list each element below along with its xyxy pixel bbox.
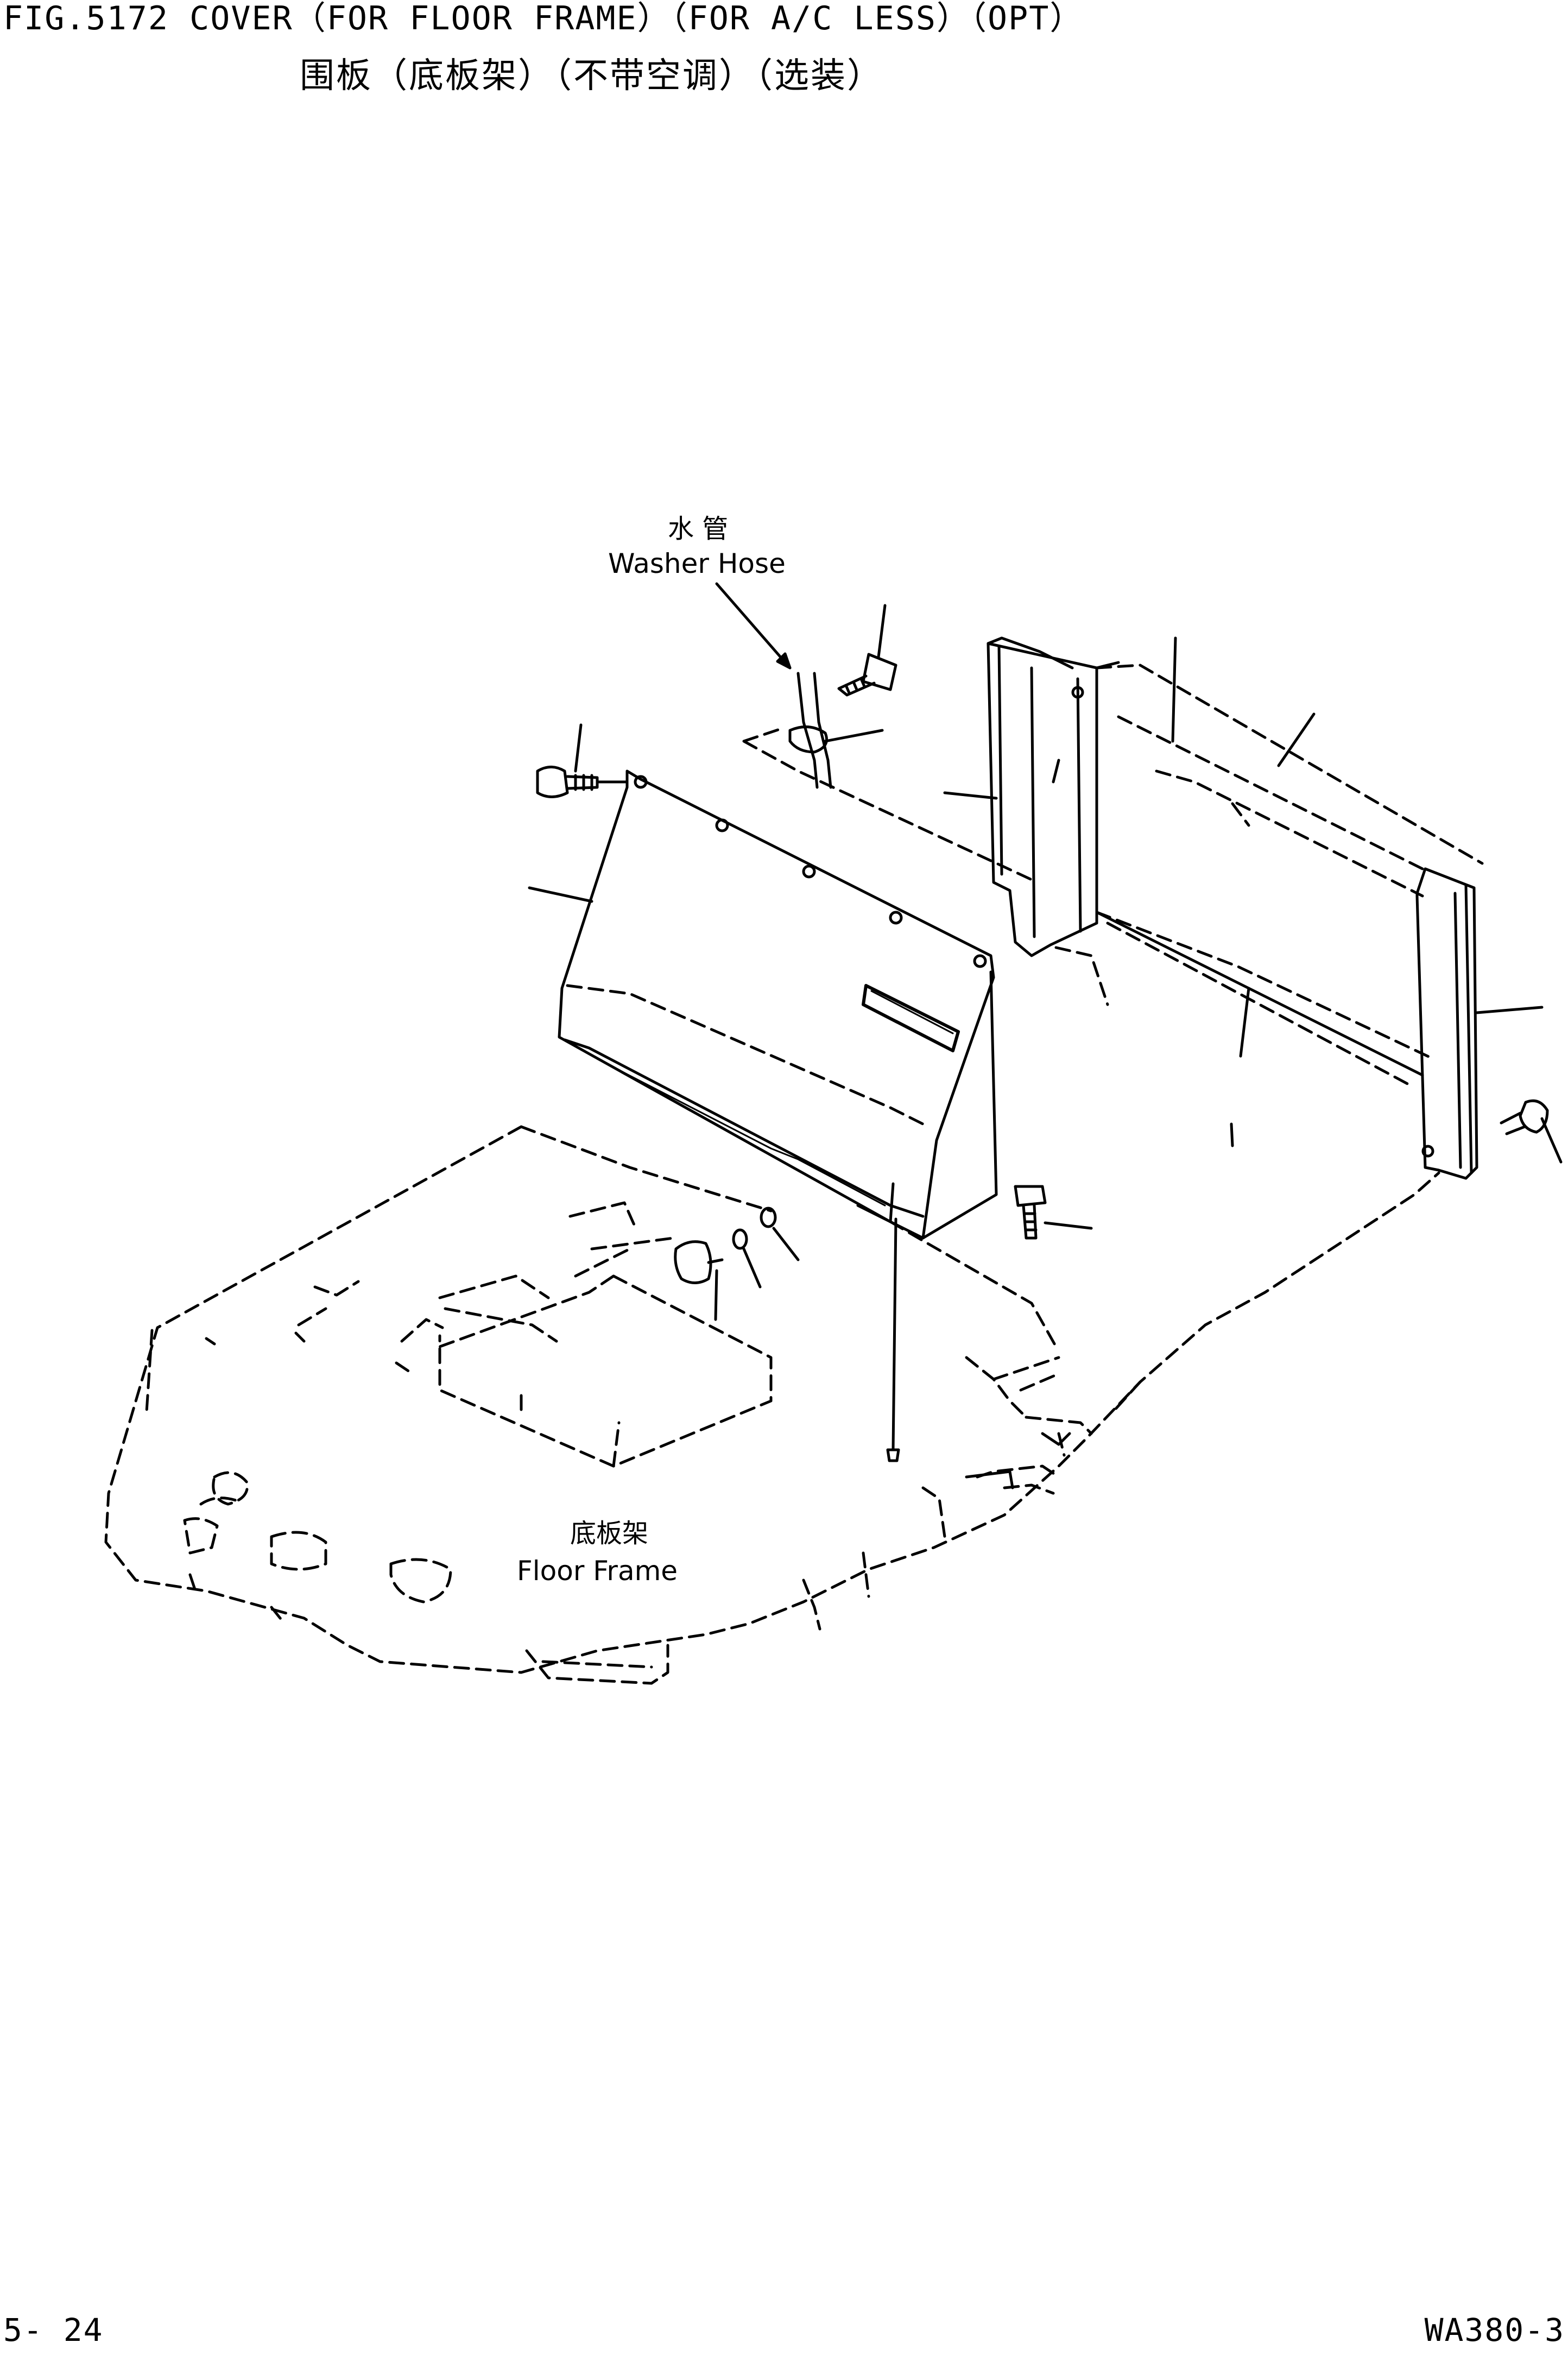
floor-frame-tab [965, 1470, 1014, 1489]
figure-title-chinese: 围板（底板架）（不带空调）（选装） [300, 56, 883, 96]
floor-frame-label-cn: 底板架 [570, 1518, 648, 1549]
frame-leader-left [943, 791, 998, 800]
rear-frame [987, 636, 1478, 1180]
bolt-left [536, 723, 629, 798]
knob-bolt [674, 1240, 724, 1321]
page-number: 5- 24 [3, 2312, 104, 2348]
washers [732, 1207, 800, 1289]
figure-title: FIG.5172 COVER（FOR FLOOR FRAME）（FOR A/C … [3, 0, 1084, 37]
pin [886, 1217, 900, 1462]
washer-hose-leader [715, 582, 792, 670]
frame-leader-side [1475, 1006, 1544, 1014]
bolt-top [837, 604, 897, 697]
rear-frame-outline [1054, 664, 1484, 1088]
bolt-lower [1014, 1185, 1093, 1240]
front-cover-panel [558, 769, 998, 1240]
frame-leader-top [1171, 636, 1177, 743]
hose-bracket-outline [742, 726, 1033, 881]
bolt-right [1500, 1099, 1563, 1164]
frame-leader-right [1277, 712, 1316, 767]
floor-frame-label-en: Floor Frame [517, 1555, 678, 1587]
washer-hose-label-cn: 水 管 [668, 514, 728, 544]
floor-frame-bracket [1041, 1432, 1071, 1446]
washer-hose-label-en: Washer Hose [608, 548, 786, 579]
cover-panel-leader [528, 886, 593, 903]
frame-leader-mid [1239, 987, 1250, 1058]
washer-hose [788, 672, 884, 789]
frame-tick [1230, 1122, 1234, 1147]
model-number: WA380-3 [1424, 2312, 1565, 2348]
